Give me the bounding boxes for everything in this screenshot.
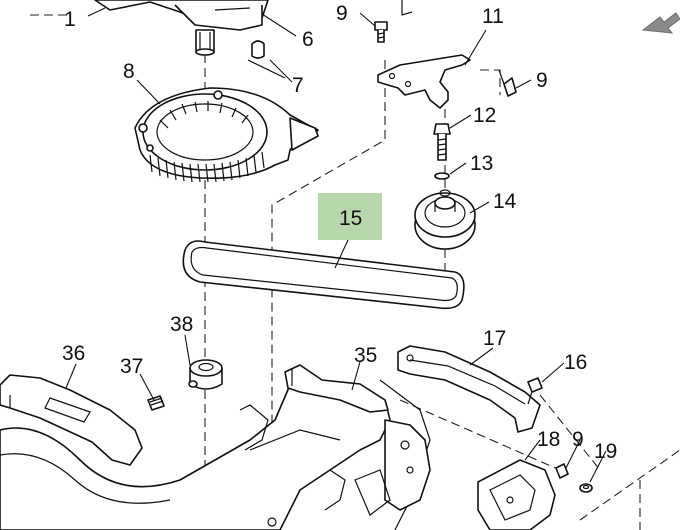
callout-12: 12 bbox=[473, 104, 496, 127]
part-deck-frame[interactable] bbox=[0, 371, 431, 530]
part-set-screw[interactable] bbox=[147, 395, 165, 411]
callout-19: 19 bbox=[594, 440, 617, 463]
callout-13: 13 bbox=[470, 152, 493, 175]
part-screw-right[interactable] bbox=[498, 69, 517, 97]
callout-9a: 9 bbox=[336, 2, 348, 25]
callout-11: 11 bbox=[482, 5, 504, 28]
part-handle-cover[interactable] bbox=[0, 374, 143, 466]
part-handle[interactable] bbox=[397, 345, 541, 433]
callout-17: 17 bbox=[483, 327, 506, 350]
part-deflector[interactable] bbox=[477, 459, 556, 530]
callout-9c: 9 bbox=[572, 428, 584, 451]
part-fan-shroud[interactable] bbox=[134, 87, 319, 183]
part-nut-19[interactable] bbox=[579, 483, 593, 493]
part-spacer[interactable] bbox=[188, 359, 223, 390]
part-guard-bracket[interactable] bbox=[284, 364, 389, 413]
part-screw-bottom[interactable] bbox=[555, 463, 569, 479]
part-bracket[interactable] bbox=[377, 0, 471, 109]
callout-38: 38 bbox=[170, 313, 193, 336]
callout-16: 16 bbox=[564, 351, 587, 374]
part-screw-16[interactable] bbox=[527, 377, 543, 405]
fan-fins bbox=[149, 101, 265, 183]
leader-lines bbox=[65, 7, 607, 483]
callout-1: 1 bbox=[64, 8, 76, 31]
arrow-down-left-icon[interactable] bbox=[641, 12, 680, 34]
part-bolt[interactable] bbox=[433, 123, 451, 161]
callout-14: 14 bbox=[493, 190, 517, 213]
callout-15: 15 bbox=[339, 207, 362, 230]
part-screw-top[interactable] bbox=[374, 21, 388, 43]
assembly-lines bbox=[30, 14, 680, 530]
callout-37: 37 bbox=[120, 355, 143, 378]
highlight-box-15 bbox=[318, 193, 382, 240]
callout-18: 18 bbox=[537, 428, 560, 451]
callout-36: 36 bbox=[62, 342, 85, 365]
part-key[interactable] bbox=[251, 40, 265, 59]
callout-labels: 1 6 7 8 9 11 9 12 13 14 15 38 36 37 35 1… bbox=[62, 2, 617, 463]
callout-9b: 9 bbox=[536, 69, 548, 92]
part-washer[interactable] bbox=[434, 172, 450, 180]
callout-35: 35 bbox=[354, 344, 377, 367]
part-pulley[interactable] bbox=[414, 189, 476, 250]
part-drive-belt[interactable] bbox=[182, 240, 465, 310]
callout-6: 6 bbox=[302, 28, 314, 51]
part-7-fastener[interactable] bbox=[247, 59, 286, 79]
callout-8: 8 bbox=[123, 60, 135, 83]
part-engine[interactable] bbox=[94, 0, 269, 56]
callout-7: 7 bbox=[292, 74, 304, 97]
